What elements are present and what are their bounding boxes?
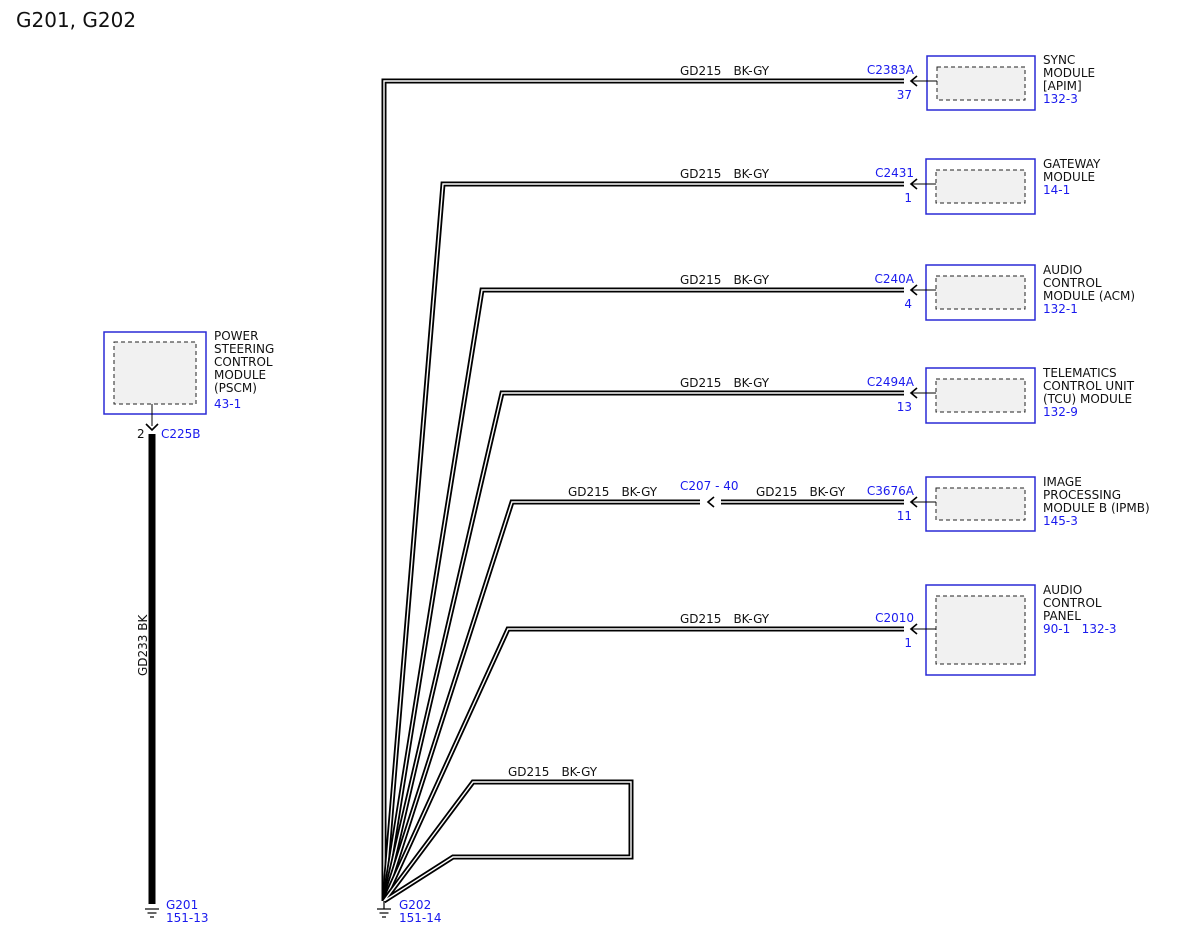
- ipmb-connector: C3676A: [867, 484, 915, 498]
- apim-connector: C2383A: [867, 63, 915, 77]
- acm-connector: C240A: [875, 272, 915, 286]
- c207-label: C207 - 40: [680, 479, 739, 493]
- acp-module: [925, 584, 1036, 676]
- pscm-connector-icon: [145, 423, 159, 432]
- gateway-name: GATEWAY MODULE: [1043, 157, 1104, 184]
- apim-name: SYNC MODULE [APIM]: [1043, 53, 1099, 93]
- c207-connector-icon: [706, 496, 715, 508]
- acm-pin: 4: [904, 297, 912, 311]
- tcu-ref: 132-9: [1043, 405, 1078, 419]
- tcu-name: TELEMATICS CONTROL UNIT (TCU) MODULE: [1042, 366, 1138, 406]
- acp-name: AUDIO CONTROL PANEL: [1043, 583, 1105, 623]
- acm-module: [925, 264, 1036, 321]
- gateway-pin: 1: [904, 191, 912, 205]
- pscm-wire-label: GD233 BK: [136, 614, 150, 676]
- g202-ref: 151-14: [399, 911, 442, 925]
- gateway-ref: 14-1: [1043, 183, 1070, 197]
- ipmb-name: IMAGE PROCESSING MODULE B (IPMB): [1043, 475, 1150, 515]
- pscm-connector: C225B: [161, 427, 201, 441]
- acp-ref: 90-1 132-3: [1043, 622, 1117, 636]
- ipmb-pin: 11: [897, 509, 912, 523]
- tcu-module: [925, 367, 1036, 424]
- g202-harness: [381, 78, 904, 904]
- g202-label: G202: [399, 898, 431, 912]
- tcu-connector: C2494A: [867, 375, 915, 389]
- g201-label: G201: [166, 898, 198, 912]
- pscm-ref: 43-1: [214, 397, 241, 411]
- acm-ref: 132-1: [1043, 302, 1078, 316]
- pscm-name: POWER STEERING CONTROL MODULE (PSCM): [214, 329, 278, 395]
- acp-pin: 1: [904, 636, 912, 650]
- apim-pin: 37: [897, 88, 912, 102]
- pscm-pin: 2: [137, 427, 145, 441]
- g201-ref: 151-13: [166, 911, 209, 925]
- gateway-connector: C2431: [875, 166, 914, 180]
- acp-connector: C2010: [875, 611, 914, 625]
- page-title: G201, G202: [16, 8, 136, 32]
- g201-ground-icon: [145, 908, 159, 918]
- tcu-pin: 13: [897, 400, 912, 414]
- gateway-module: [925, 158, 1036, 215]
- g202-ground-icon: [377, 908, 391, 918]
- apim-module: [926, 55, 1036, 111]
- acm-name: AUDIO CONTROL MODULE (ACM): [1043, 263, 1135, 303]
- ipmb-ref: 145-3: [1043, 514, 1078, 528]
- ipmb-module: [925, 476, 1036, 532]
- pscm-module: [103, 331, 207, 415]
- apim-ref: 132-3: [1043, 92, 1078, 106]
